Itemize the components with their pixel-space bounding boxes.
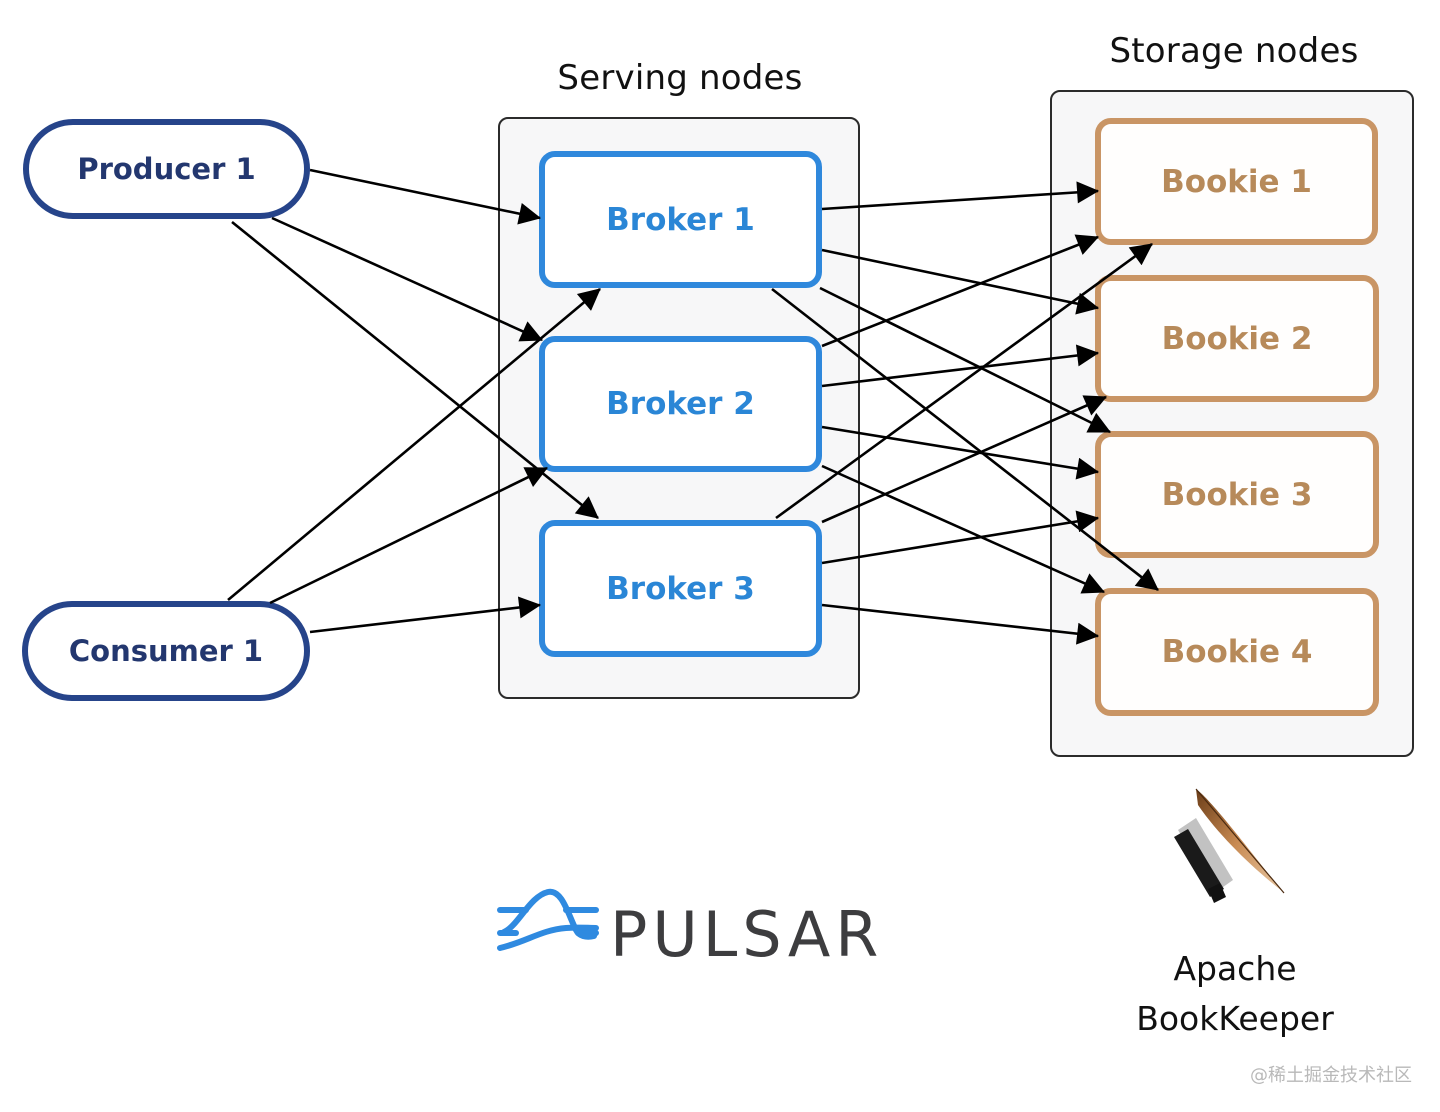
- producer-label: Producer 1: [77, 152, 256, 186]
- broker-label: Broker 2: [606, 386, 755, 422]
- edge-arrow-broker2-to-bookie3: [821, 425, 1100, 480]
- edge-arrow-broker2-to-bookie1: [821, 234, 1100, 348]
- edge-arrow-broker3-to-bookie3: [821, 510, 1100, 565]
- bookie-label: Bookie 4: [1161, 634, 1313, 670]
- broker-label: Broker 1: [606, 201, 755, 238]
- consumer-node[interactable]: Consumer 1: [22, 601, 310, 701]
- edge-arrow-broker1-to-bookie3: [819, 286, 1111, 434]
- pulsar-wave-icon: [497, 888, 599, 951]
- edge-arrow-consumer1-to-broker3: [309, 596, 542, 634]
- bookie-label: Bookie 3: [1161, 476, 1313, 513]
- bookie-label: Bookie 1: [1161, 163, 1312, 200]
- consumer-label: Consumer 1: [68, 634, 264, 668]
- edge-arrow-producer1-to-broker3: [231, 220, 599, 520]
- broker-node[interactable]: Broker 3: [539, 520, 822, 657]
- broker-label: Broker 3: [606, 570, 755, 607]
- edge-arrow-producer1-to-broker1: [309, 168, 542, 225]
- bookie-label: Bookie 2: [1161, 320, 1313, 357]
- watermark-text: @稀土掘金技术社区: [1250, 1065, 1412, 1086]
- bookie-node[interactable]: Bookie 2: [1095, 275, 1379, 402]
- bookie-node[interactable]: Bookie 3: [1095, 431, 1379, 558]
- broker-node[interactable]: Broker 1: [539, 151, 822, 288]
- serving-nodes-title: Serving nodes: [557, 58, 803, 98]
- edge-arrow-broker2-to-bookie4: [821, 464, 1106, 594]
- edge-arrow-producer1-to-broker2: [271, 216, 544, 342]
- feather-quill-icon: [1174, 788, 1285, 903]
- storage-nodes-title: Storage nodes: [1109, 31, 1359, 71]
- bookie-node[interactable]: Bookie 1: [1095, 118, 1378, 245]
- producer-node[interactable]: Producer 1: [23, 119, 310, 219]
- edge-arrow-broker1-to-bookie2: [821, 248, 1100, 315]
- pulsar-wordmark: PULSAR: [610, 898, 884, 971]
- broker-node[interactable]: Broker 2: [539, 336, 822, 472]
- edge-arrow-broker1-to-bookie4: [771, 287, 1159, 592]
- edge-arrow-consumer1-to-broker1: [227, 288, 601, 601]
- edge-arrow-broker3-to-bookie4: [821, 603, 1100, 645]
- edge-arrow-broker2-to-bookie2: [821, 344, 1100, 388]
- bookie-node[interactable]: Bookie 4: [1095, 588, 1379, 716]
- edge-arrow-broker1-to-bookie1: [821, 181, 1100, 211]
- bookkeeper-name-label: BookKeeper: [1136, 999, 1334, 1038]
- edge-arrow-consumer1-to-broker2: [269, 466, 548, 605]
- bookkeeper-apache-label: Apache: [1173, 949, 1297, 988]
- edge-arrow-broker3-to-bookie2: [821, 395, 1108, 524]
- edge-arrow-broker3-to-bookie1: [775, 242, 1153, 520]
